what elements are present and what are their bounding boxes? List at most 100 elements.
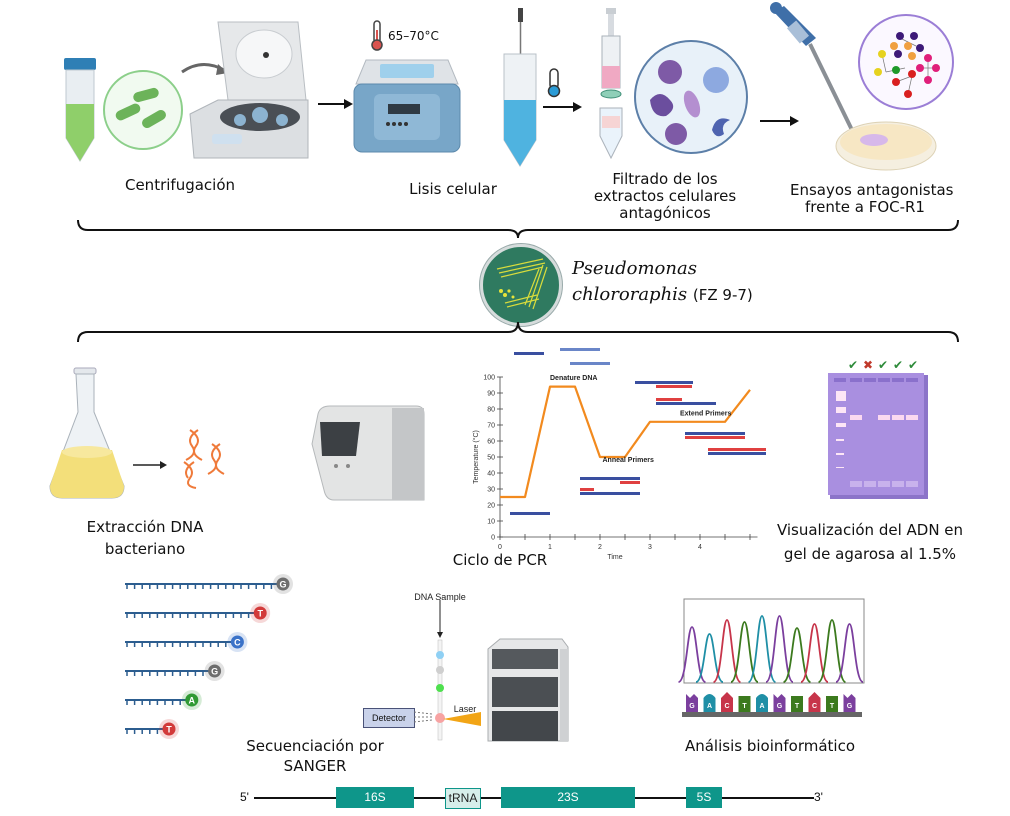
dna-strand	[656, 402, 716, 405]
base-tag-g	[773, 694, 786, 712]
check-icon: ✔	[893, 358, 904, 372]
dna-strand	[510, 512, 550, 515]
sequencer-icon	[484, 637, 570, 745]
nucleotide-letter: G	[279, 580, 286, 590]
dna-strand	[656, 385, 692, 388]
y-tick-label: 90	[487, 391, 495, 398]
y-tick-label: 70	[487, 423, 495, 430]
gel-label-line2: gel de agarosa al 1.5%	[783, 545, 957, 563]
top-brace	[77, 219, 959, 239]
base-letter: A	[759, 703, 764, 710]
base-tag-t	[791, 696, 803, 712]
x-tick-label: 2	[598, 544, 602, 551]
filtration-label-line2: extractos celulares	[593, 187, 737, 205]
dna-strand	[570, 362, 610, 365]
sanger-fragments: G T C G A T	[125, 574, 293, 739]
lysis-temperature: 65–70°C	[388, 29, 439, 43]
nucleotide-letter: T	[166, 725, 172, 735]
peak-g	[677, 626, 707, 683]
pcr-label: Ciclo de PCR	[452, 551, 548, 569]
check-icon: ✔	[908, 358, 919, 372]
heat-block-icon	[352, 58, 462, 153]
base-tag-c	[808, 692, 821, 712]
check-icon: ✔	[848, 358, 859, 372]
y-tick-label: 100	[483, 375, 495, 382]
temperature-line	[500, 385, 751, 499]
dna-strand	[685, 432, 745, 435]
nucleotide-letter: A	[189, 696, 196, 706]
centrifugation-label: Centrifugación	[124, 176, 236, 194]
dna-fragment: G	[125, 574, 293, 594]
nucleotide-c-icon	[230, 635, 244, 649]
dna-fragment: T	[125, 603, 271, 623]
dna-strand	[580, 492, 640, 495]
gel-lane-results: ✔✖✔✔✔	[848, 358, 928, 372]
arrow-right-icon	[318, 99, 353, 109]
arrow-right-icon	[133, 461, 167, 469]
five-prime-label: 5'	[240, 790, 249, 804]
base-letter: G	[777, 703, 783, 710]
base-letter: C	[724, 703, 729, 710]
dna-strand	[580, 488, 594, 491]
base-letter: A	[707, 703, 712, 710]
bacteria-magnifier-icon	[103, 70, 183, 150]
peak-c	[800, 623, 829, 683]
base-letter: T	[830, 703, 835, 710]
dna-strand	[708, 448, 766, 451]
base-letter: G	[689, 703, 695, 710]
protein-magnifier-icon	[634, 40, 748, 154]
annotation-denature-dna: Denature DNA	[550, 375, 597, 382]
sanger-label-line2: SANGER	[283, 757, 347, 775]
dna-strand	[708, 452, 766, 455]
three-prime-label: 3'	[814, 790, 823, 804]
peak-t	[730, 621, 759, 683]
base-tag-t	[826, 696, 838, 712]
dna-strand	[580, 477, 640, 480]
detector-signal-icon	[413, 711, 433, 723]
organism-species: chlororaphis	[572, 284, 688, 305]
dna-strand	[514, 352, 544, 355]
organism-genus: Pseudomonas	[572, 258, 697, 279]
organism-name: Pseudomonas chlororaphis (FZ 9-7)	[572, 256, 753, 308]
nucleotide-g-icon	[208, 664, 222, 678]
y-tick-label: 0	[491, 535, 495, 542]
base-tag-a	[756, 694, 768, 712]
annotation-anneal-primers: Anneal Primers	[603, 457, 654, 464]
pipette-icon	[766, 2, 854, 132]
dna-strand	[560, 348, 600, 351]
antagonist-label-line2: frente a FOC-R1	[805, 198, 925, 216]
dna-fragment: T	[125, 719, 179, 739]
sequence-bar	[682, 712, 862, 717]
nucleotide-letter: G	[211, 667, 218, 677]
dna-extraction-label-line2: bacteriano	[104, 540, 186, 558]
y-tick-label: 40	[487, 471, 495, 478]
y-tick-label: 20	[487, 503, 495, 510]
gene-23s: 23S	[501, 787, 635, 808]
lysis-label: Lisis celular	[409, 180, 497, 198]
thermometer-icon	[371, 20, 383, 51]
base-letter: C	[812, 703, 817, 710]
nucleotide-a-icon	[185, 693, 199, 707]
arrow-right-icon	[543, 102, 582, 112]
nucleotide-t-icon	[253, 606, 267, 620]
x-tick-label: 4	[698, 544, 702, 551]
culture-tube-icon	[62, 58, 98, 162]
y-tick-label: 10	[487, 519, 495, 526]
thermometer-blue-icon	[547, 68, 561, 98]
bottom-brace	[77, 321, 959, 343]
y-tick-label: 80	[487, 407, 495, 414]
base-tag-g	[686, 694, 698, 712]
nucleotide-t-icon	[162, 722, 176, 736]
agarose-gel-icon	[828, 373, 928, 499]
base-letter: G	[847, 703, 853, 710]
dna-strand	[620, 481, 640, 484]
x-axis-label: Time	[607, 554, 622, 561]
nucleotide-letter: C	[234, 638, 241, 648]
gene-trna: tRNA	[445, 788, 481, 809]
x-tick-label: 1	[548, 544, 552, 551]
y-tick-label: 60	[487, 439, 495, 446]
x-tick-label: 3	[648, 544, 652, 551]
detector-box: Detector	[363, 708, 415, 728]
dna-fragment: G	[125, 661, 225, 681]
check-icon: ✔	[878, 358, 889, 372]
